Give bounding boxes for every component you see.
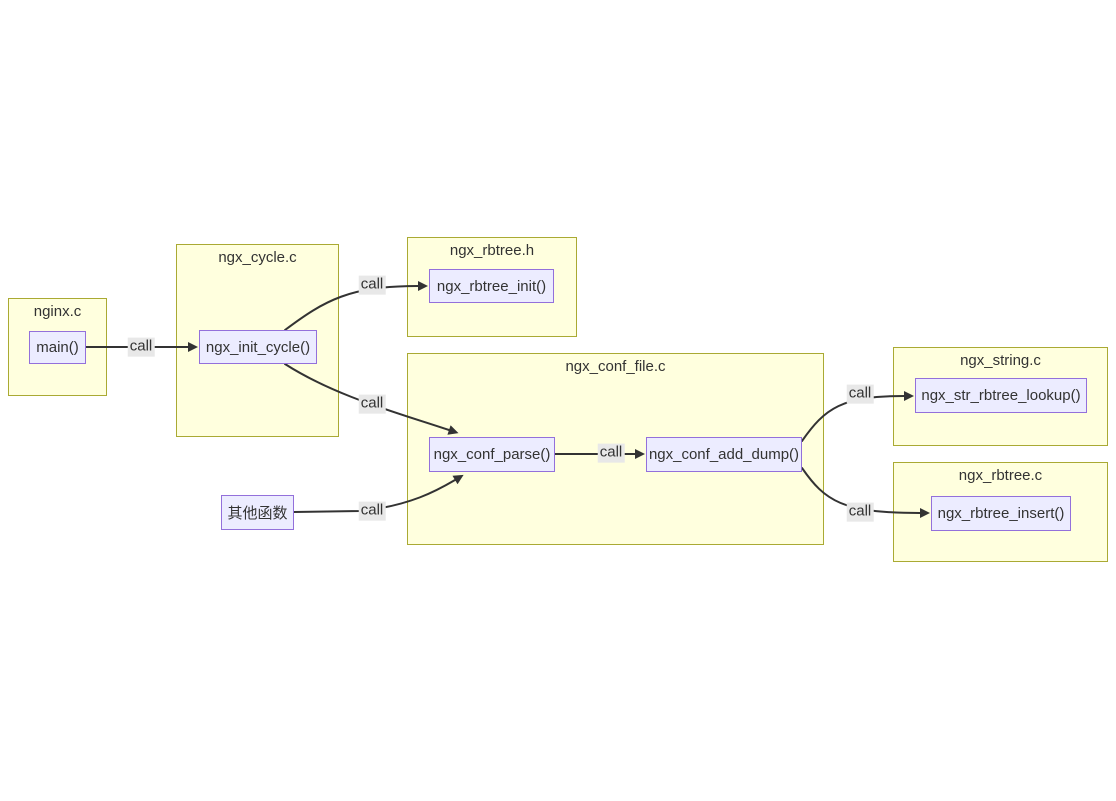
cluster-title-ngx-conf-file-c: ngx_conf_file.c bbox=[565, 358, 666, 375]
edge-label-call-1: call bbox=[127, 337, 155, 357]
edge-conf-add-dump-to-str-rbtree-lookup bbox=[801, 391, 914, 442]
edge-label-call-4: call bbox=[358, 501, 386, 521]
node-ngx-str-rbtree-lookup: ngx_str_rbtree_lookup() bbox=[915, 378, 1087, 413]
edge-conf-add-dump-to-rbtree-insert bbox=[801, 467, 930, 518]
node-ngx-conf-add-dump: ngx_conf_add_dump() bbox=[646, 437, 802, 472]
edge-init-cycle-to-rbtree-init bbox=[284, 281, 428, 331]
edge-label-call-5: call bbox=[597, 443, 625, 463]
cluster-title-ngx-cycle-c: ngx_cycle.c bbox=[218, 249, 297, 266]
edge-label-call-3: call bbox=[358, 394, 386, 414]
cluster-title-ngx-string-c: ngx_string.c bbox=[960, 352, 1041, 369]
cluster-title-ngx-rbtree-h: ngx_rbtree.h bbox=[449, 242, 535, 259]
node-ngx-rbtree-insert: ngx_rbtree_insert() bbox=[931, 496, 1071, 531]
node-ngx-init-cycle: ngx_init_cycle() bbox=[199, 330, 317, 364]
edge-label-call-6: call bbox=[846, 384, 874, 404]
node-ngx-conf-parse: ngx_conf_parse() bbox=[429, 437, 555, 472]
node-main: main() bbox=[29, 331, 86, 364]
cluster-title-nginx-c: nginx.c bbox=[33, 303, 82, 320]
edge-label-call-7: call bbox=[846, 502, 874, 522]
cluster-title-ngx-rbtree-c: ngx_rbtree.c bbox=[958, 467, 1043, 484]
node-other-functions: 其他函数 bbox=[221, 495, 294, 530]
node-ngx-rbtree-init: ngx_rbtree_init() bbox=[429, 269, 554, 303]
edge-label-call-2: call bbox=[358, 275, 386, 295]
